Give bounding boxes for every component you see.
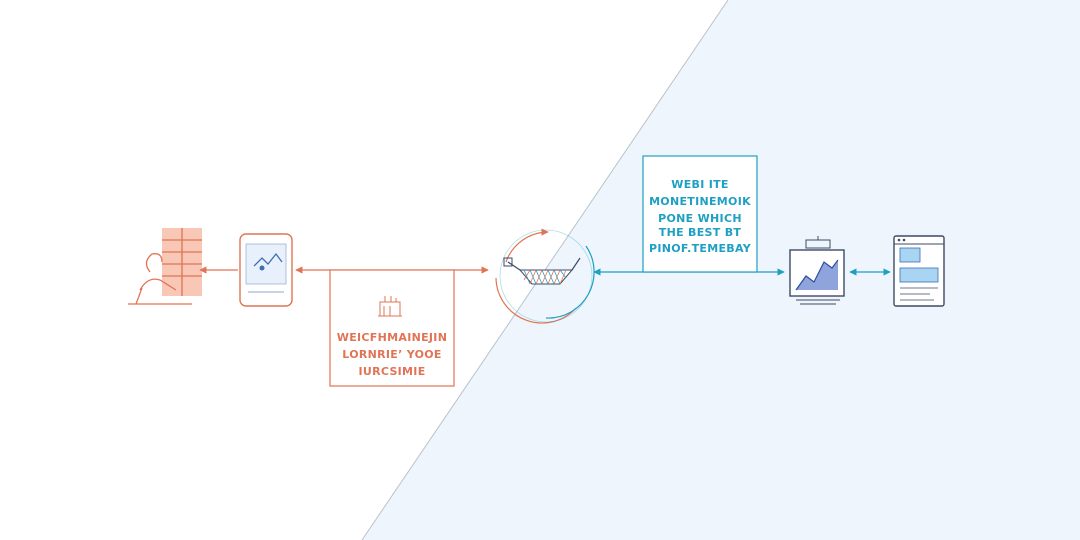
factory-icon	[378, 296, 402, 317]
monitor-chart-icon	[789, 236, 845, 305]
browser-window-icon	[893, 235, 945, 307]
left-box-line-2: LORNRIE’ YOOE	[342, 348, 441, 361]
right-box-line-4: THE BEST BT	[659, 226, 742, 239]
right-box-line-5: PINOF.TEMEBAY	[649, 242, 752, 255]
right-info-box: WEBI ITE MONETINEMOIK PONE WHICH THE BES…	[642, 155, 758, 273]
right-box-line-1: WEBI ITE	[671, 178, 728, 191]
left-info-box: WEICFHMAINEJIN LORNRIE’ YOOE IURCSIMIE	[329, 269, 455, 387]
left-box-line-1: WEICFHMAINEJIN	[337, 331, 447, 344]
tablet-icon	[239, 233, 293, 307]
right-box-line-2: MONETINEMOIK	[649, 195, 751, 208]
right-box-line-3: PONE WHICH	[658, 212, 742, 225]
funnel-hub-icon	[495, 228, 595, 324]
person-at-desk-icon	[128, 228, 202, 305]
left-box-line-3: IURCSIMIE	[358, 365, 425, 378]
